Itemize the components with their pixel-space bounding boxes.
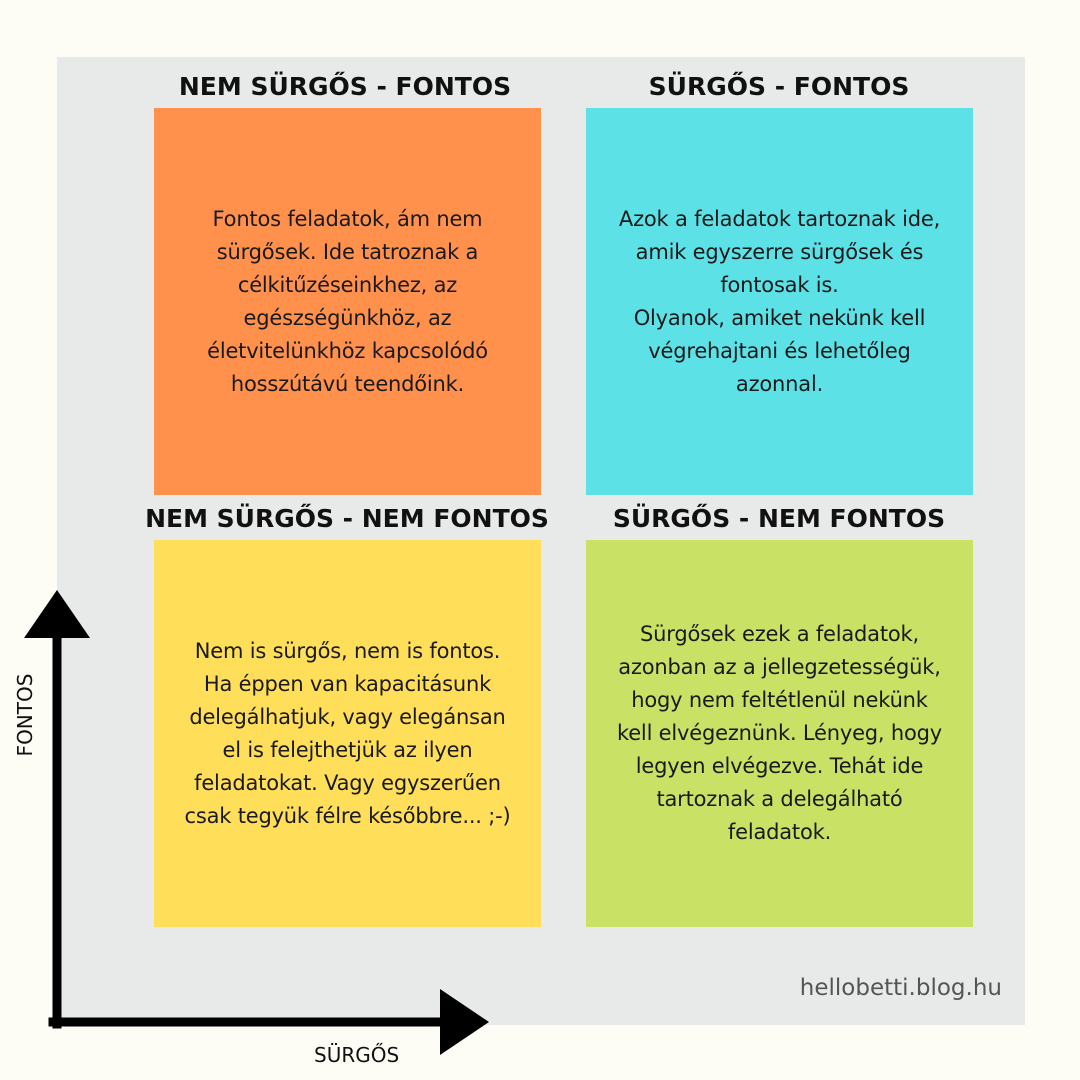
quadrant-heading-urgent-important: SÜRGŐS - FONTOS — [648, 72, 910, 101]
x-axis-arrowhead-icon — [440, 989, 489, 1055]
quadrant-text: Fontos feladatok, ám nem sürgősek. Ide t… — [207, 206, 488, 396]
quadrant-text: Azok a feladatok tartoznak ide, amik egy… — [618, 206, 941, 396]
x-axis-label: SÜRGŐS — [314, 1043, 400, 1067]
quadrant-box-urgent-important: Azok a feladatok tartoznak ide, amik egy… — [586, 108, 973, 495]
quadrant-heading-not-urgent-important: NEM SÜRGŐS - FONTOS — [178, 72, 512, 101]
quadrant-box-not-urgent-important: Fontos feladatok, ám nem sürgősek. Ide t… — [154, 108, 541, 495]
watermark: hellobetti.blog.hu — [799, 975, 1002, 1001]
quadrant-box-not-urgent-not-important: Nem is sürgős, nem is fontos. Ha éppen v… — [154, 540, 541, 927]
quadrant-box-urgent-not-important: Sürgősek ezek a feladatok, azonban az a … — [586, 540, 973, 927]
quadrant-heading-not-urgent-not-important: NEM SÜRGŐS - NEM FONTOS — [145, 504, 549, 533]
quadrant-text: Sürgősek ezek a feladatok, azonban az a … — [617, 622, 942, 844]
quadrant-heading-urgent-not-important: SÜRGŐS - NEM FONTOS — [612, 504, 946, 533]
y-axis-arrowhead-icon — [24, 590, 90, 638]
quadrant-text: Nem is sürgős, nem is fontos. Ha éppen v… — [184, 638, 511, 828]
y-axis-label: FONTOS — [13, 673, 37, 757]
